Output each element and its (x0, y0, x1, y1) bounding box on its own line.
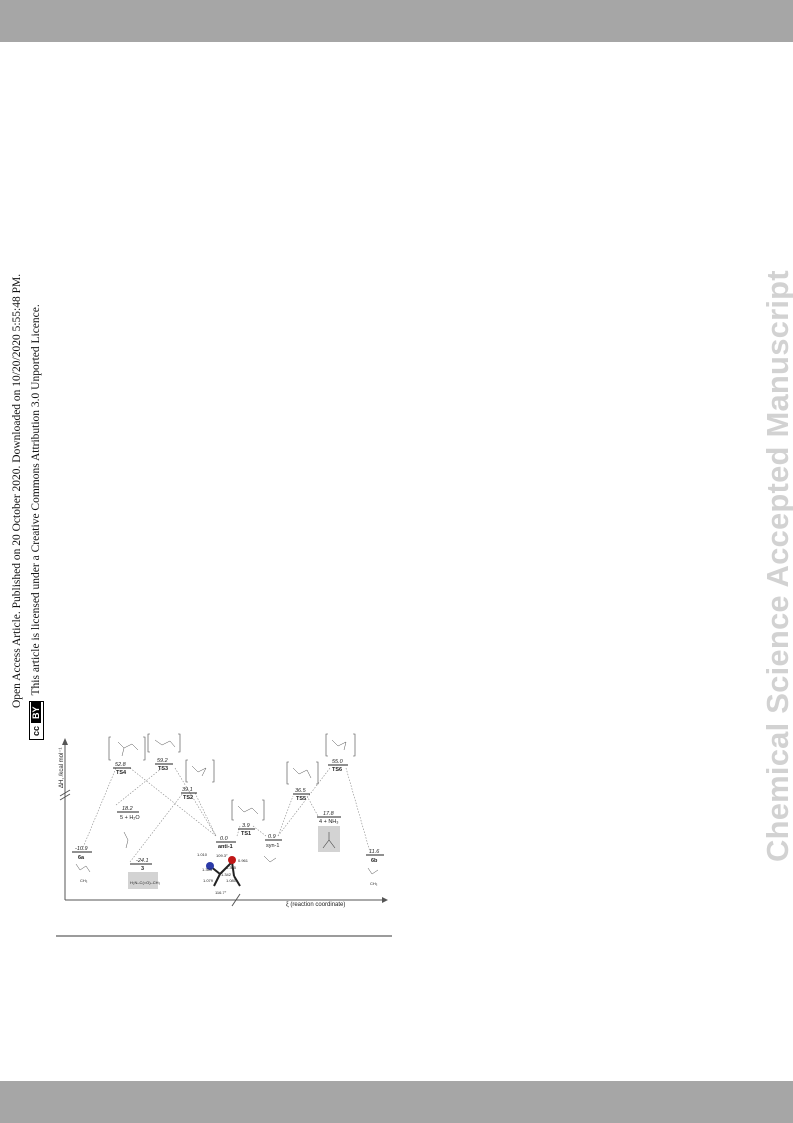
anti1-geometry: 1.010 109.3° 0.961 1.353 1.365 1.342 1.0… (197, 852, 249, 895)
label-ts1: TS1 (241, 831, 251, 837)
energy-ts3: 59.2 (157, 758, 168, 764)
ts-brackets (108, 733, 356, 821)
energy-syn1: 0.9 (268, 834, 276, 840)
structure-6a: CH₃ (80, 878, 88, 883)
label-syn1: syn-1 (266, 843, 279, 849)
caption-divider (56, 935, 392, 937)
product-3-box (128, 872, 158, 889)
energy-ts6: 55.0 (332, 759, 344, 765)
energy-4: 17.8 (323, 811, 335, 817)
label-ts3: TS3 (158, 766, 168, 772)
geom-label-5: 1.365 (226, 865, 237, 870)
y-axis-break (59, 793, 71, 801)
energy-5: 18.2 (122, 806, 133, 812)
geom-label-7: 1.079 (203, 878, 214, 883)
oxygen-atom (228, 856, 236, 864)
reaction-paths (81, 767, 371, 863)
x-axis-arrow (382, 897, 388, 903)
energy-3: -24.1 (136, 858, 149, 864)
x-axis-break (231, 893, 241, 907)
label-ts4: TS4 (116, 770, 127, 776)
geom-label-4: 1.353 (202, 867, 213, 872)
footer-band (0, 1081, 793, 1123)
label-5: 5 + H₂O (120, 815, 140, 821)
label-ts6: TS6 (332, 767, 342, 773)
y-axis-label: ΔH, /kcal mol⁻¹ (59, 747, 65, 788)
energy-levels: -10.9 6a 52.8 TS4 18.2 5 + H₂O 59.2 TS3 … (72, 758, 384, 872)
energy-ts5: 36.5 (295, 788, 307, 794)
label-anti1: anti-1 (218, 844, 233, 850)
energy-anti1: 0.0 (220, 836, 229, 842)
geom-label-2: 109.3° (216, 853, 228, 858)
label-6a: 6a (78, 855, 85, 861)
y-axis-break (59, 789, 71, 797)
geom-label-1: 1.010 (197, 852, 208, 857)
nitrogen-atom (206, 862, 214, 870)
structure-6b: CH₃ (370, 881, 378, 886)
molecule-sketches (75, 739, 379, 875)
header-band (0, 0, 793, 42)
label-ts5: TS5 (296, 796, 306, 802)
structure-4 (322, 832, 336, 849)
label-3: 3 (141, 866, 144, 872)
label-4: 4 + NH₃ (319, 819, 339, 825)
energy-ts2: 39.1 (182, 787, 193, 793)
energy-ts4: 52.8 (115, 762, 127, 768)
geom-label-3: 0.961 (238, 858, 249, 863)
geom-label-6: 1.342 (221, 872, 232, 877)
y-axis-arrow (62, 738, 68, 745)
energy-6b: 11.6 (369, 849, 380, 855)
label-ts2: TS2 (183, 795, 193, 801)
energy-6a: -10.9 (75, 846, 88, 852)
label-6b: 6b (371, 858, 378, 864)
structure-3: H₂N–C(=O)–CH₃ (130, 880, 161, 885)
x-axis-label: ξ (reaction coordinate) (286, 902, 345, 908)
geom-label-9: 116.7° (215, 890, 227, 895)
geom-label-8: 1.080 (226, 878, 237, 883)
energy-ts1: 3.9 (242, 823, 250, 829)
